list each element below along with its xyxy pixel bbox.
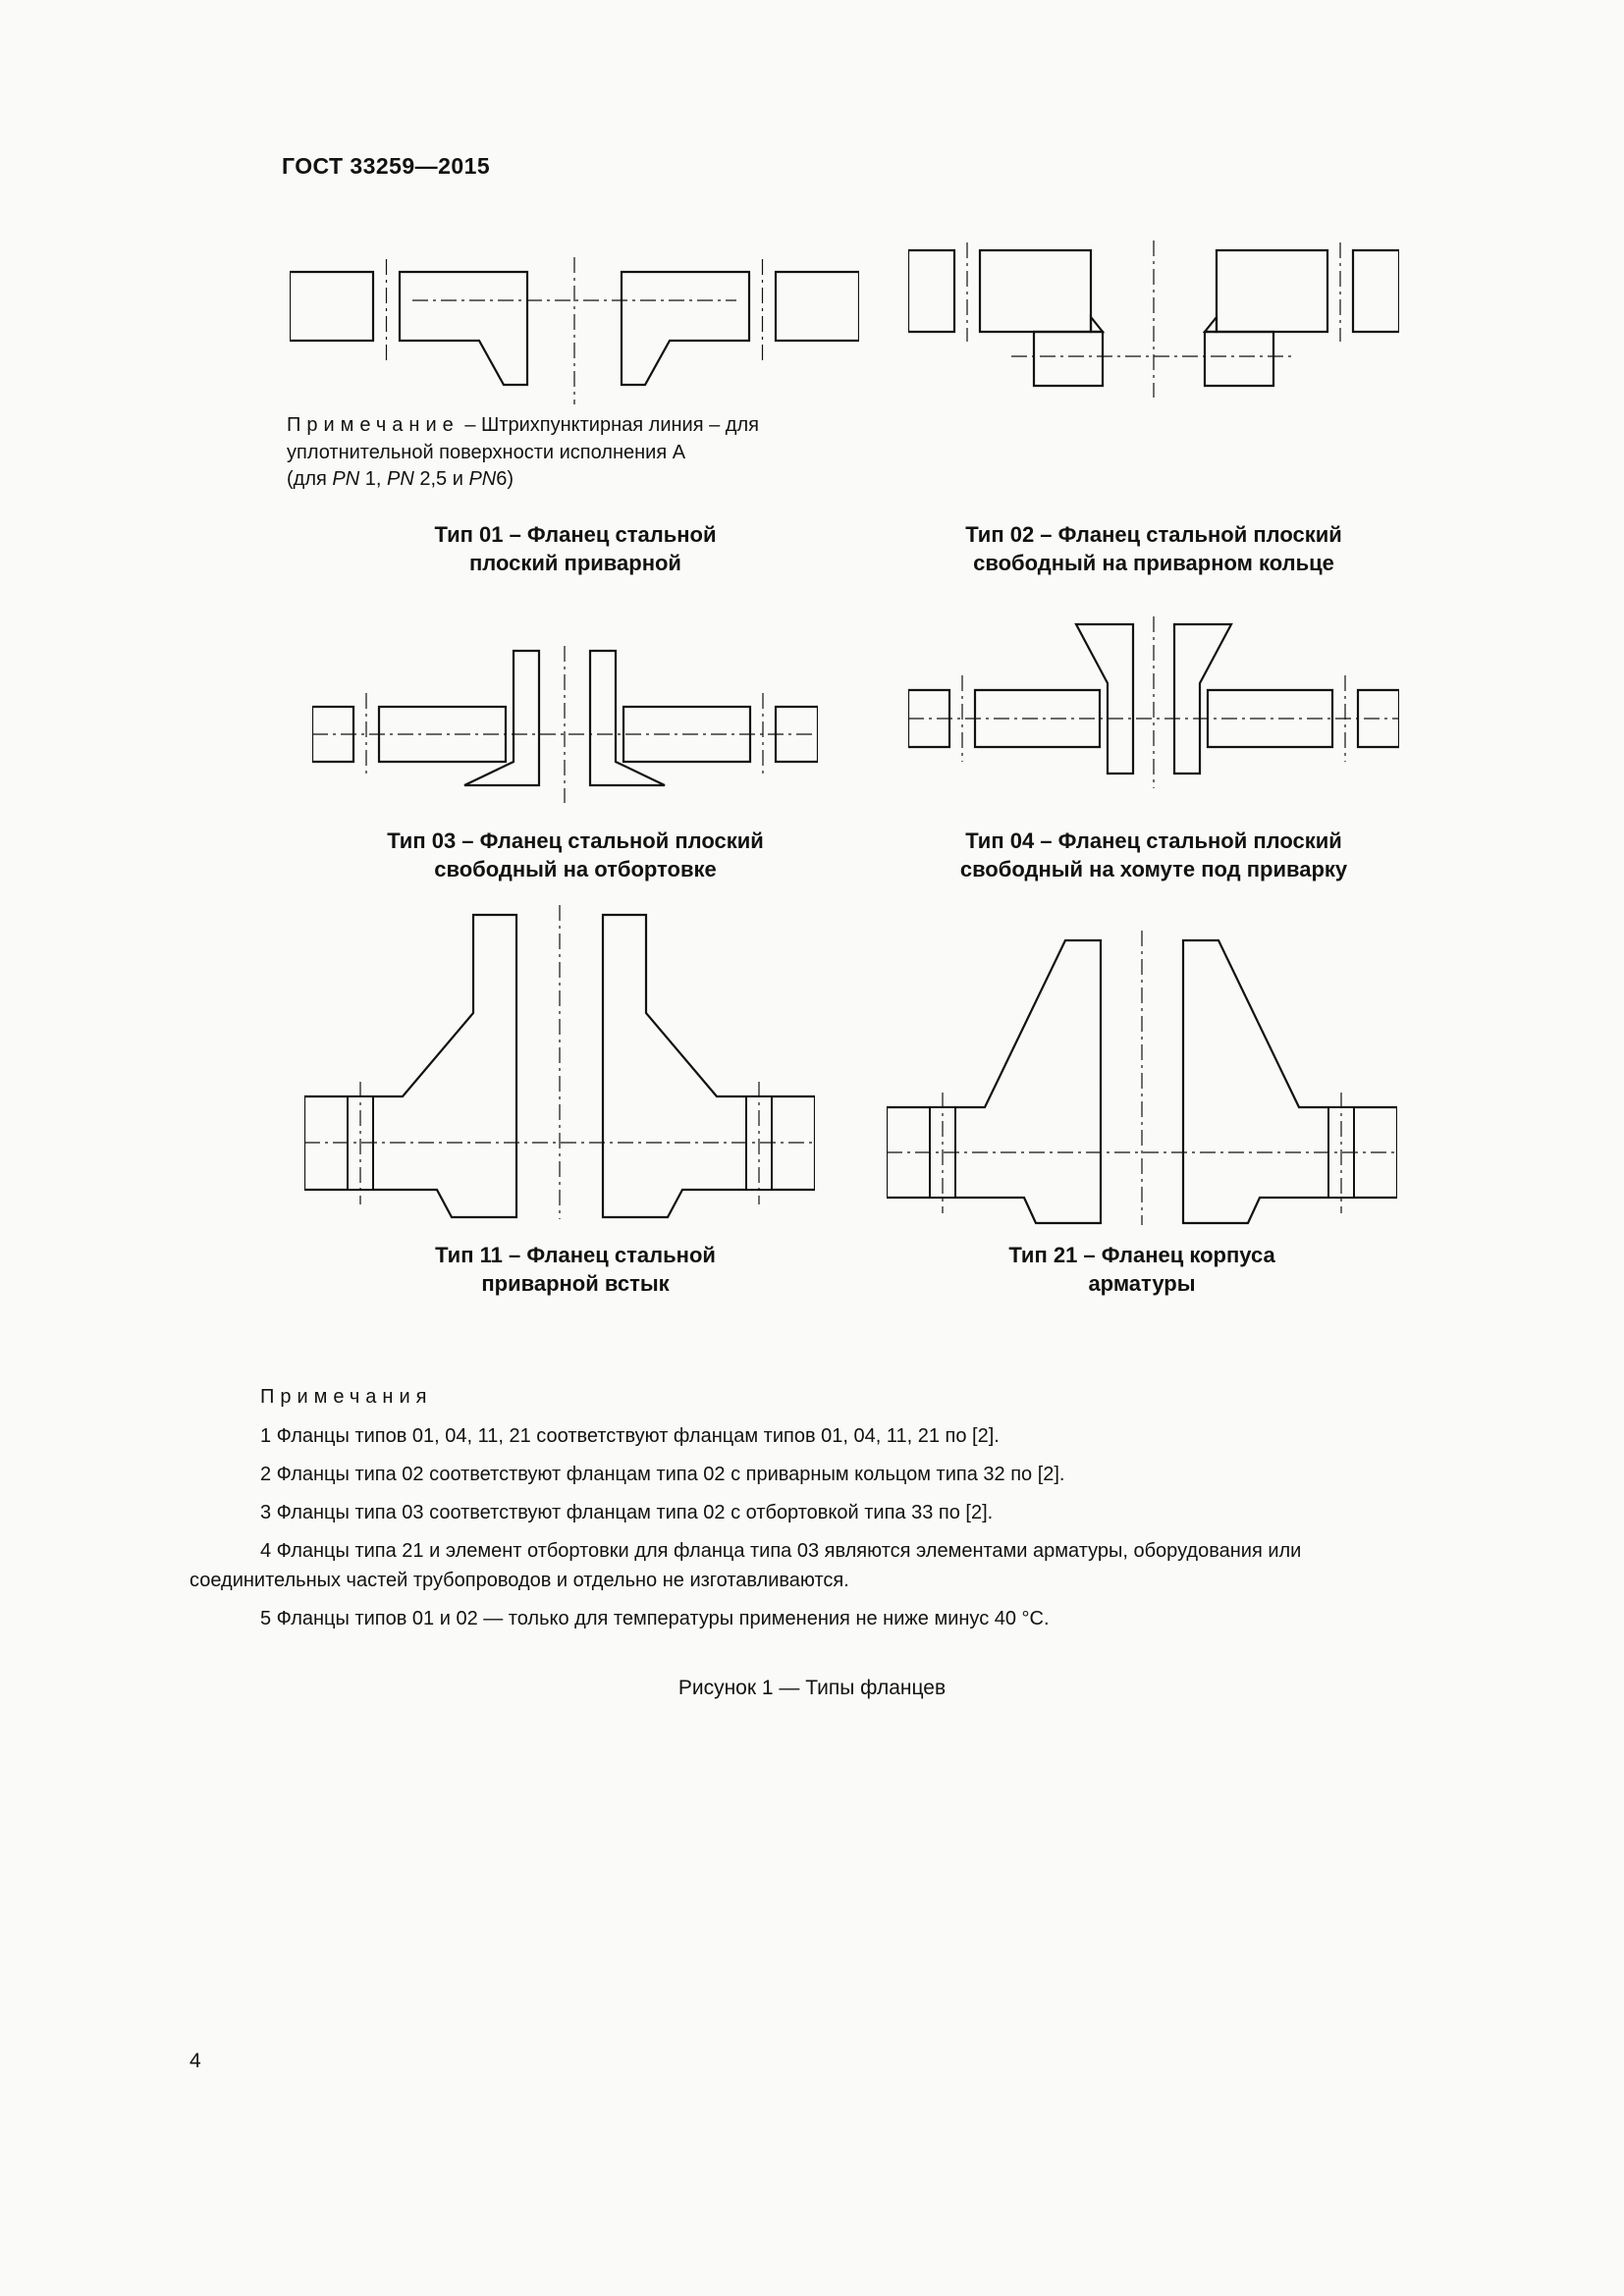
note-item-4: 4 Фланцы типа 21 и элемент отбортовки дл…: [189, 1540, 1302, 1591]
page-number: 4: [189, 2050, 201, 2072]
flange-type-21-drawing: [887, 931, 1397, 1225]
flange-type-01-drawing: [290, 257, 859, 404]
figure-note-line1: Примечание – Штрихпунктирная линия – для: [287, 414, 759, 436]
note-item-2: 2 Фланцы типа 02 соответствуют фланцам т…: [260, 1464, 1065, 1485]
notes-title: Примечания: [260, 1386, 433, 1408]
note-item-3: 3 Фланцы типа 03 соответствуют фланцам т…: [260, 1502, 994, 1523]
figure-label: Рисунок 1 — Типы фланцев: [677, 1677, 947, 1699]
caption-type-03: Тип 03 – Фланец стальной плоский свободн…: [387, 828, 764, 882]
note-item-1: 1 Фланцы типов 01, 04, 11, 21 соответств…: [260, 1425, 1000, 1447]
flange-type-03-drawing: [312, 646, 818, 803]
notes-section: Примечания 1 Фланцы типов 01, 04, 11, 21…: [189, 1382, 1435, 1642]
caption-type-01: Тип 01 – Фланец стальной плоский приварн…: [434, 522, 717, 576]
doc-number: ГОСТ 33259—2015: [282, 153, 491, 179]
flange-type-02-drawing: [908, 240, 1399, 398]
flange-type-04-drawing: [908, 616, 1399, 788]
figure-note-label: Примечание: [287, 414, 460, 436]
caption-type-11: Тип 11 – Фланец стальной приварной встык: [435, 1243, 716, 1297]
note-item-5: 5 Фланцы типов 01 и 02 — только для темп…: [260, 1608, 1050, 1629]
flange-type-11-drawing: [304, 905, 815, 1219]
figure-note: Примечание – Штрихпунктирная линия – для…: [287, 412, 837, 494]
caption-type-04: Тип 04 – Фланец стальной плоский свободн…: [959, 828, 1348, 882]
caption-type-21: Тип 21 – Фланец корпуса арматуры: [1008, 1243, 1275, 1297]
figure-note-line2: уплотнительной поверхности исполнения А: [287, 441, 686, 463]
caption-type-02: Тип 02 – Фланец стальной плоский свободн…: [965, 522, 1342, 576]
figure-note-line3: (для PN 1, PN 2,5 и PN6): [287, 468, 514, 491]
